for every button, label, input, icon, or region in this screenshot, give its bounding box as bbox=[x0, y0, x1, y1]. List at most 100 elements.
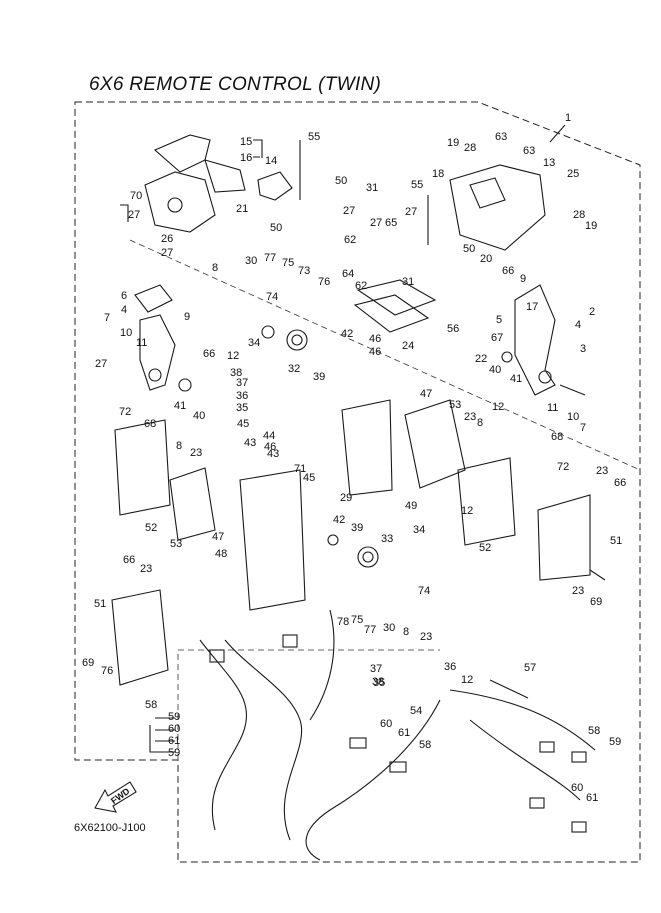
part-callout: 60 bbox=[168, 723, 180, 735]
part-callout: 44 bbox=[263, 430, 275, 442]
part-callout: 50 bbox=[270, 222, 282, 234]
part-callout: 62 bbox=[344, 234, 356, 246]
part-callout: 34 bbox=[248, 337, 260, 349]
part-callout: 66 bbox=[502, 265, 514, 277]
part-callout: 12 bbox=[461, 674, 473, 686]
part-callout: 27 bbox=[95, 358, 107, 370]
part-callout: 37 bbox=[236, 377, 248, 389]
part-callout: 6 bbox=[121, 290, 127, 302]
part-callout: 71 bbox=[294, 463, 306, 475]
subassembly-boundary bbox=[129, 239, 641, 760]
part-callout: 69 bbox=[82, 657, 94, 669]
part-callout: 62 bbox=[355, 280, 367, 292]
part-callout: 8 bbox=[477, 417, 483, 429]
part-callout: 9 bbox=[184, 311, 190, 323]
part-callout: 39 bbox=[351, 522, 363, 534]
part-callout: 29 bbox=[340, 492, 352, 504]
part-callout: 46 bbox=[264, 441, 276, 453]
part-callout: 63 bbox=[495, 131, 507, 143]
part-callout: 59 bbox=[609, 736, 621, 748]
assembly-boundary bbox=[74, 101, 641, 863]
part-callout: 74 bbox=[418, 585, 430, 597]
part-callout: 54 bbox=[410, 705, 422, 717]
part-callout: 35 bbox=[373, 677, 385, 689]
part-callout: 61 bbox=[398, 727, 410, 739]
part-callout: 67 bbox=[491, 332, 503, 344]
part-callout: 38 bbox=[372, 676, 384, 688]
part-callout: 7 bbox=[104, 312, 110, 324]
part-callout: 60 bbox=[571, 782, 583, 794]
part-callout: 15 bbox=[240, 136, 252, 148]
part-callout: 5 bbox=[496, 314, 502, 326]
part-callout: 76 bbox=[101, 665, 113, 677]
part-callout: 66 bbox=[123, 554, 135, 566]
part-callout: 52 bbox=[479, 542, 491, 554]
part-callout: 34 bbox=[413, 524, 425, 536]
part-callout: 78 bbox=[337, 616, 349, 628]
part-callout: 64 bbox=[342, 268, 354, 280]
part-callout: 50 bbox=[463, 243, 475, 255]
part-callout: 11 bbox=[547, 402, 558, 414]
part-callout: 31 bbox=[402, 276, 414, 288]
part-callout: 17 bbox=[526, 301, 538, 313]
part-callout: 58 bbox=[588, 725, 600, 737]
part-callout: 45 bbox=[303, 472, 315, 484]
part-callout: 53 bbox=[170, 538, 182, 550]
part-callout: 23 bbox=[596, 465, 608, 477]
diagram-title: 6X6 REMOTE CONTROL (TWIN) bbox=[89, 74, 382, 95]
part-callout: 37 bbox=[370, 663, 382, 675]
part-callout: 23 bbox=[464, 411, 476, 423]
part-callout: 68 bbox=[551, 431, 563, 443]
part-callout: 16 bbox=[240, 152, 252, 164]
part-callout: 1 bbox=[565, 112, 571, 124]
part-callout: 66 bbox=[203, 348, 215, 360]
part-callout: 50 bbox=[335, 175, 347, 187]
part-callout: 23 bbox=[190, 447, 202, 459]
part-callout: 14 bbox=[265, 155, 277, 167]
part-callout: 41 bbox=[174, 400, 186, 412]
part-callout: 10 bbox=[120, 327, 132, 339]
part-callout: 53 bbox=[449, 399, 461, 411]
part-callout: 30 bbox=[383, 622, 395, 634]
part-callout: 38 bbox=[230, 367, 242, 379]
part-callout: 46 bbox=[369, 333, 381, 345]
part-callout: 72 bbox=[557, 461, 569, 473]
part-callout: 42 bbox=[333, 514, 345, 526]
part-callout: 27 bbox=[405, 206, 417, 218]
part-callout: 46 bbox=[369, 346, 381, 358]
part-drawings bbox=[94, 124, 606, 861]
part-callout: 58 bbox=[145, 699, 157, 711]
part-callout: 55 bbox=[411, 179, 423, 191]
part-callout: 19 bbox=[585, 220, 597, 232]
part-callout: 20 bbox=[480, 253, 492, 265]
fwd-arrow-icon bbox=[94, 781, 137, 813]
part-callout: 59 bbox=[168, 747, 180, 759]
part-callout: 66 bbox=[614, 477, 626, 489]
part-callout: 12 bbox=[227, 350, 239, 362]
part-callout: 4 bbox=[121, 304, 127, 316]
part-callout: 58 bbox=[419, 739, 431, 751]
part-callout: 13 bbox=[543, 157, 555, 169]
part-callout: 40 bbox=[193, 410, 205, 422]
part-callout: 41 bbox=[510, 373, 522, 385]
part-callout: 45 bbox=[237, 418, 249, 430]
part-callout: 23 bbox=[572, 585, 584, 597]
part-callout: 25 bbox=[567, 168, 579, 180]
part-callout: 21 bbox=[236, 203, 248, 215]
part-callout: 36 bbox=[236, 390, 248, 402]
part-callout: 9 bbox=[520, 273, 526, 285]
part-callout: 68 bbox=[144, 418, 156, 430]
part-callout: 74 bbox=[266, 291, 278, 303]
part-callout: 60 bbox=[380, 718, 392, 730]
part-callout: 24 bbox=[402, 340, 414, 352]
part-callout: 51 bbox=[94, 598, 106, 610]
part-callout: 3 bbox=[580, 343, 586, 355]
part-callout: 8 bbox=[212, 262, 218, 274]
part-callout: 72 bbox=[119, 406, 131, 418]
part-callout: 52 bbox=[145, 522, 157, 534]
part-callout: 31 bbox=[366, 182, 378, 194]
part-callout: 76 bbox=[318, 276, 330, 288]
part-callout: 47 bbox=[420, 388, 432, 400]
part-callout: 22 bbox=[475, 353, 487, 365]
